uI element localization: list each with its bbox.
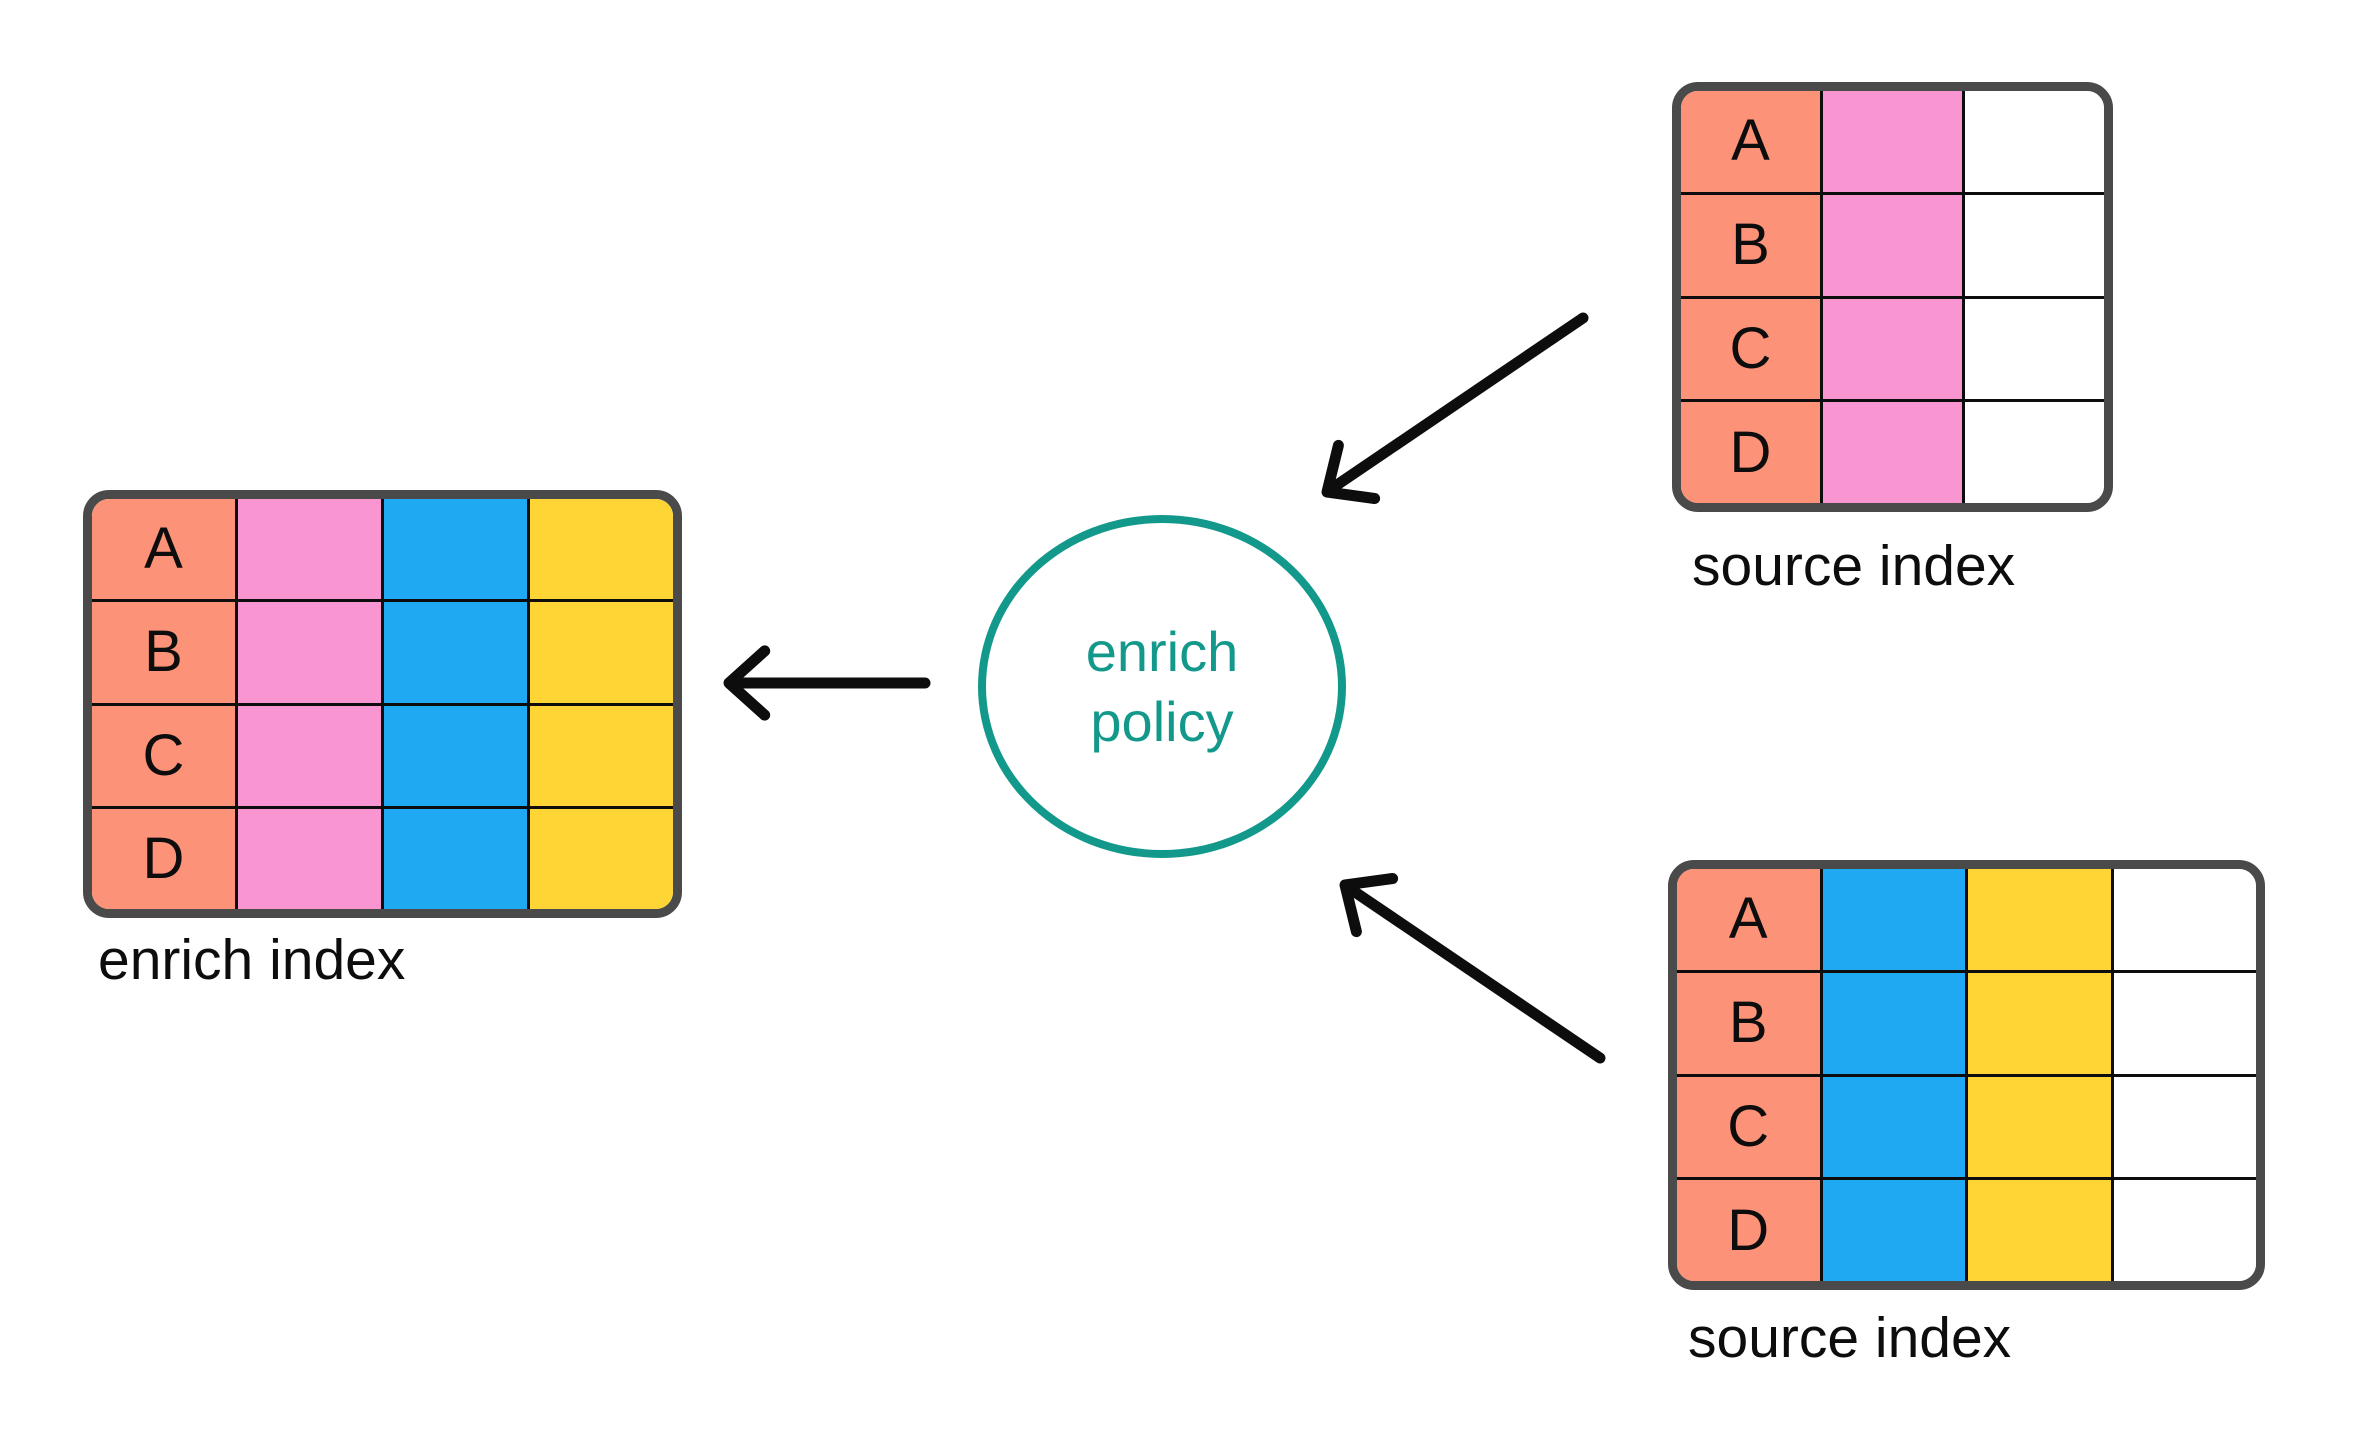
data-cell-pink (1823, 194, 1965, 296)
data-cell-empty (1965, 298, 2104, 400)
data-cell-blue (1822, 972, 1968, 1074)
enrich-index-table: A B C D (83, 490, 682, 918)
enrich-index-label: enrich index (98, 928, 406, 992)
table-row: B (1677, 972, 2256, 1077)
table-row: D (92, 808, 673, 909)
arrow-source-top-to-policy-icon (1321, 312, 1589, 504)
data-cell-empty (2113, 1076, 2256, 1178)
source-index-top-grid: A B C D (1681, 91, 2104, 503)
table-row: B (1681, 194, 2104, 299)
row-letter: A (144, 516, 183, 582)
data-cell-yellow (530, 705, 673, 806)
enrich-policy-label-line1: enrich (1085, 619, 1239, 683)
enrich-policy-circle: enrich policy (978, 515, 1346, 858)
data-cell-pink (238, 499, 384, 600)
arrow-source-bottom-to-policy-icon (1339, 873, 1606, 1064)
data-cell-pink (238, 808, 384, 909)
table-row: A (92, 499, 673, 603)
row-label-cell: B (1681, 194, 1823, 296)
table-row: D (1677, 1180, 2256, 1281)
row-label-cell: B (92, 602, 238, 703)
data-cell-blue (1822, 1180, 1968, 1281)
row-letter: B (1728, 990, 1768, 1056)
table-row: C (1677, 1076, 2256, 1181)
data-cell-pink (1823, 402, 1965, 503)
source-index-top-table: A B C D (1672, 82, 2113, 512)
row-label-cell: D (1681, 402, 1823, 503)
row-letter: D (1729, 419, 1772, 485)
table-row: A (1677, 869, 2256, 973)
data-cell-empty (2113, 869, 2256, 970)
data-cell-blue (1822, 1076, 1968, 1178)
enrich-index-grid: A B C D (92, 499, 673, 909)
row-label-cell: A (1677, 869, 1823, 970)
source-index-bottom-table: A B C D (1668, 860, 2265, 1290)
data-cell-yellow (530, 602, 673, 703)
data-cell-pink (238, 705, 384, 806)
enrich-policy-label-line2: policy (1090, 689, 1234, 753)
row-letter: D (142, 825, 185, 891)
table-row: C (92, 705, 673, 809)
data-cell-pink (1823, 298, 1965, 400)
source-index-bottom-grid: A B C D (1677, 869, 2256, 1281)
data-cell-empty (1965, 402, 2104, 503)
data-cell-blue (1822, 869, 1968, 970)
row-letter: B (144, 619, 183, 685)
data-cell-yellow (530, 499, 673, 600)
row-letter: A (1728, 886, 1768, 952)
arrow-policy-to-enrich-index-icon (723, 645, 931, 721)
row-letter: C (1727, 1093, 1770, 1159)
data-cell-yellow (1968, 869, 2114, 970)
data-cell-yellow (530, 808, 673, 909)
row-label-cell: C (92, 705, 238, 806)
table-row: A (1681, 91, 2104, 195)
row-letter: C (1729, 315, 1772, 381)
row-label-cell: B (1677, 972, 1823, 1074)
row-label-cell: C (1681, 298, 1823, 400)
row-label-cell: A (92, 499, 238, 600)
source-index-bottom-label: source index (1688, 1306, 2012, 1370)
data-cell-blue (384, 808, 530, 909)
row-letter: D (1727, 1197, 1770, 1263)
table-row: B (92, 602, 673, 706)
data-cell-blue (384, 705, 530, 806)
row-letter: A (1731, 108, 1770, 174)
data-cell-empty (1965, 194, 2104, 296)
row-label-cell: D (92, 808, 238, 909)
row-letter: B (1731, 212, 1770, 278)
data-cell-yellow (1968, 972, 2114, 1074)
data-cell-yellow (1968, 1076, 2114, 1178)
table-row: D (1681, 402, 2104, 503)
row-label-cell: D (1677, 1180, 1823, 1281)
row-label-cell: A (1681, 91, 1823, 192)
source-index-top-label: source index (1692, 534, 2016, 598)
data-cell-blue (384, 499, 530, 600)
data-cell-pink (238, 602, 384, 703)
data-cell-empty (2113, 1180, 2256, 1281)
data-cell-empty (2113, 972, 2256, 1074)
data-cell-blue (384, 602, 530, 703)
row-label-cell: C (1677, 1076, 1823, 1178)
row-letter: C (142, 722, 185, 788)
data-cell-empty (1965, 91, 2104, 192)
table-row: C (1681, 298, 2104, 403)
data-cell-yellow (1968, 1180, 2114, 1281)
data-cell-pink (1823, 91, 1965, 192)
